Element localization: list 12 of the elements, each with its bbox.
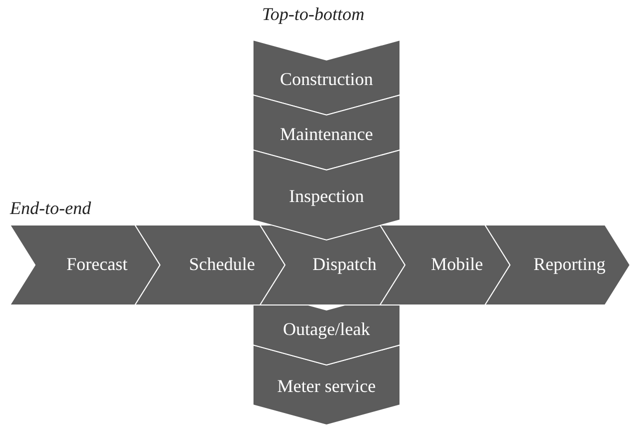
- step-label: Meter service: [277, 377, 376, 397]
- step-label: Construction: [280, 70, 373, 90]
- step-label: Forecast: [66, 255, 128, 275]
- step-label: Outage/leak: [283, 320, 370, 340]
- step-label: Maintenance: [280, 124, 373, 144]
- axis-heading: Top-to-bottom: [262, 4, 364, 25]
- step-label: Schedule: [189, 255, 255, 275]
- step-label: Reporting: [534, 255, 606, 275]
- axis-heading: End-to-end: [10, 198, 91, 219]
- step-label: Inspection: [289, 187, 364, 207]
- step-label: Mobile: [431, 255, 483, 275]
- step-label: Dispatch: [312, 255, 376, 275]
